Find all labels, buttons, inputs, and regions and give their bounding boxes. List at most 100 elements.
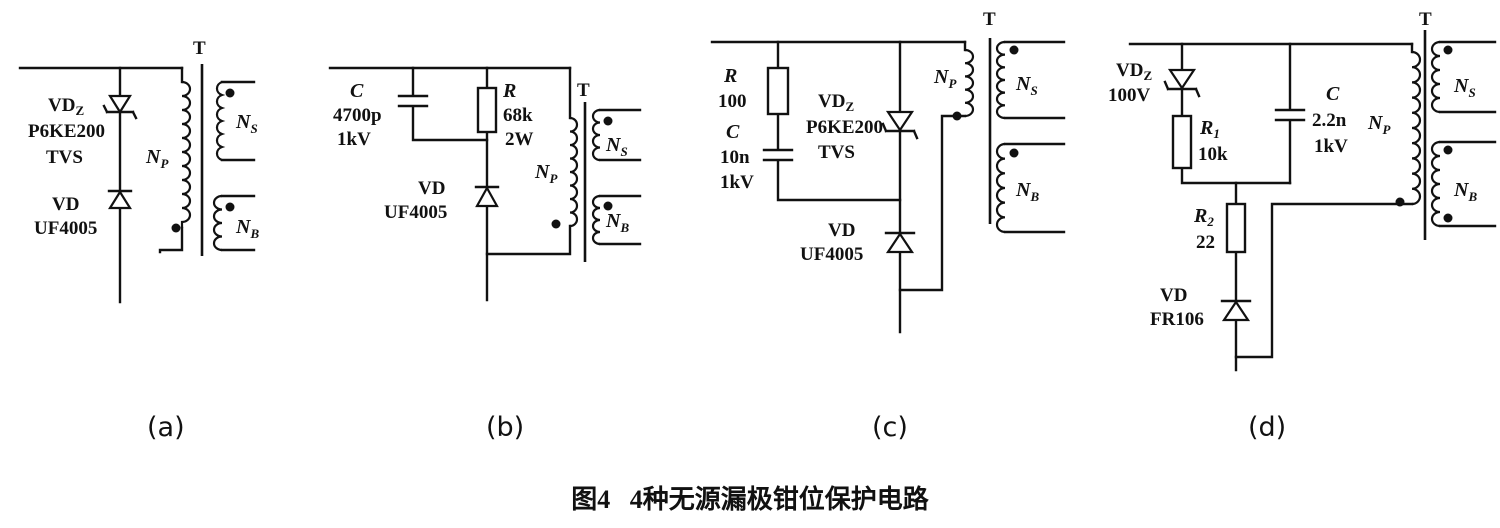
resistor-r1-d — [1171, 114, 1193, 170]
figure-caption: 图4 4种无源漏极钳位保护电路 — [571, 484, 930, 514]
dot-nb-c — [1009, 148, 1019, 158]
vd-part-d: FR106 — [1150, 309, 1204, 330]
capacitor-c-d — [1274, 108, 1306, 122]
cap-name-d: C — [1326, 83, 1340, 105]
cap-value-d: 2.2n — [1312, 110, 1347, 131]
r1-name-d: R1 — [1199, 117, 1220, 141]
nb-label-a: NB — [235, 216, 259, 241]
secondary-ns-b — [591, 108, 642, 162]
r2-value-d: 22 — [1196, 232, 1215, 253]
dot-nb-b — [603, 201, 613, 211]
dot-ns-c — [1009, 45, 1019, 55]
vd-label-a: VD — [52, 194, 79, 215]
r1-value-d: 10k — [1198, 144, 1228, 165]
panel-label-d: (d) — [1248, 412, 1286, 443]
panel-label-b: (b) — [486, 412, 524, 443]
cap-value-c: 10n — [720, 147, 750, 168]
res-rating-b: 2W — [505, 129, 534, 150]
primary-winding-b — [569, 116, 579, 228]
transformer-label-b: T — [577, 80, 590, 101]
secondary-ns-c — [995, 40, 1066, 120]
np-label-a: NP — [145, 146, 169, 171]
dot-primary-a — [171, 223, 181, 233]
ns-label-d: NS — [1453, 75, 1476, 100]
zener-label-d: VDZ — [1116, 60, 1152, 83]
primary-winding-c — [964, 48, 975, 118]
wire-d-zener-branch — [1180, 42, 1292, 185]
nb-label-d: NB — [1453, 179, 1477, 204]
tvs-type-c: TVS — [818, 142, 855, 163]
secondary-ns-d — [1430, 40, 1497, 114]
resistor-r2-d — [1225, 202, 1247, 254]
cap-rating-c: 1kV — [720, 172, 754, 193]
vd-label-c: VD — [828, 220, 855, 241]
ns-label-a: NS — [235, 111, 258, 136]
dot-ns-d — [1443, 45, 1453, 55]
panel-label-a: (a) — [147, 412, 185, 443]
vd-label-b: VD — [418, 178, 445, 199]
dot-nb-d — [1443, 145, 1453, 155]
dot-nb-a — [225, 202, 235, 212]
tvs-diode-a — [102, 94, 138, 120]
wire-d-primary-bottom — [1234, 202, 1414, 359]
zener-diode-d — [1163, 68, 1201, 98]
vd-part-b: UF4005 — [384, 202, 447, 223]
dot-nb-end-d — [1443, 213, 1453, 223]
np-label-b: NP — [534, 161, 558, 186]
secondary-ns-a — [215, 80, 256, 162]
res-name-b: R — [502, 80, 516, 102]
np-label-d: NP — [1367, 112, 1391, 137]
tvs-diode-c — [881, 110, 919, 140]
circuit-a: T VDZ P6KE200 TVS VD UF4005 NP NS NB (a) — [18, 38, 259, 443]
res-value-b: 68k — [503, 105, 533, 126]
nb-label-b: NB — [605, 210, 629, 235]
circuit-d: T VDZ 100V R1 10k C 2.2n 1kV R2 22 VD FR… — [1108, 9, 1497, 443]
np-label-c: NP — [933, 66, 957, 91]
res-value-c: 100 — [718, 91, 747, 112]
resistor-r-b — [476, 86, 498, 134]
transformer-label-c: T — [983, 9, 996, 30]
dot-primary-d — [1395, 197, 1405, 207]
secondary-nb-a — [212, 194, 256, 252]
zener-value-d: 100V — [1108, 85, 1151, 106]
cap-rating-b: 1kV — [337, 129, 371, 150]
circuit-c: T R 100 C 10n 1kV VDZ P6KE200 TVS VD UF4… — [710, 9, 1066, 443]
primary-winding-a — [180, 80, 192, 228]
tvs-label-a: VDZ — [48, 95, 84, 118]
diode-vd-c — [884, 231, 916, 254]
wire-b-primary-bottom — [485, 224, 572, 256]
transformer-label-a: T — [193, 38, 206, 59]
diode-vd-a — [107, 189, 133, 210]
vd-label-d: VD — [1160, 285, 1187, 306]
tvs-part-a: P6KE200 — [28, 121, 105, 142]
cap-rating-d: 1kV — [1314, 136, 1348, 157]
cap-name-b: C — [350, 80, 364, 102]
dot-primary-c — [952, 111, 962, 121]
ns-label-c: NS — [1015, 73, 1038, 98]
secondary-nb-b — [591, 194, 642, 246]
tvs-type-a: TVS — [46, 147, 83, 168]
ns-label-b: NS — [605, 134, 628, 159]
wire-c-primary-bottom — [898, 114, 967, 292]
wire-b-cap-branch — [411, 66, 489, 142]
primary-winding-d — [1411, 50, 1422, 206]
tvs-label-c: VDZ — [818, 91, 854, 114]
tvs-part-c: P6KE200 — [806, 117, 883, 138]
secondary-nb-d — [1430, 140, 1497, 228]
dot-ns-a — [225, 88, 235, 98]
resistor-r-c — [766, 66, 790, 116]
r2-name-d: R2 — [1193, 205, 1214, 229]
cap-name-c: C — [726, 121, 740, 143]
secondary-nb-c — [995, 142, 1066, 234]
capacitor-c-c — [762, 148, 794, 162]
capacitor-c-b — [397, 94, 429, 108]
cap-value-b: 4700p — [333, 105, 382, 126]
vd-part-a: UF4005 — [34, 218, 97, 239]
dot-ns-b — [603, 116, 613, 126]
circuit-b: T C 4700p 1kV R 68k 2W VD UF4005 NP NS N… — [328, 66, 642, 443]
transformer-label-d: T — [1419, 9, 1432, 30]
dot-primary-b — [551, 219, 561, 229]
res-name-c: R — [723, 65, 737, 87]
diode-vd-d — [1220, 299, 1252, 322]
